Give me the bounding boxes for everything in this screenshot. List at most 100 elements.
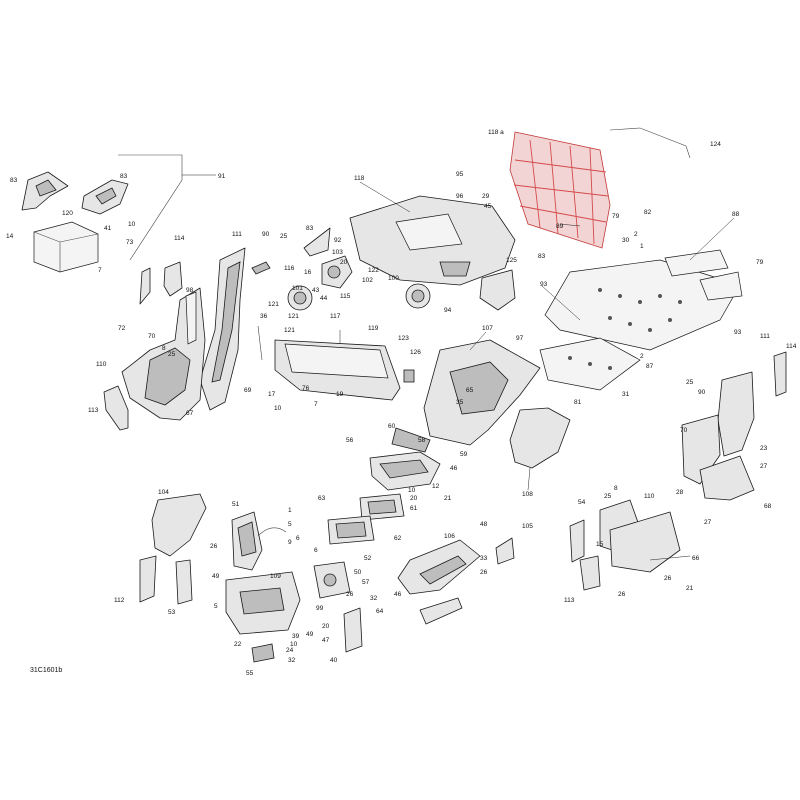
part-83-center bbox=[303, 227, 331, 257]
callout: 5 bbox=[214, 603, 218, 610]
panel-114-left bbox=[163, 261, 183, 297]
callout: 26 bbox=[618, 591, 626, 598]
callout: 29 bbox=[482, 193, 490, 200]
callout: 89 bbox=[556, 223, 564, 230]
callout: 14 bbox=[6, 233, 14, 240]
callout: 81 bbox=[574, 399, 582, 406]
callout: 10 bbox=[128, 221, 136, 228]
callout: 26 bbox=[664, 575, 672, 582]
callout: 54 bbox=[578, 499, 586, 506]
callout: 26 bbox=[480, 569, 488, 576]
callout: 117 bbox=[330, 313, 341, 320]
hood-118 bbox=[349, 195, 516, 286]
callout: 69 bbox=[244, 387, 252, 394]
headlight-50 bbox=[313, 561, 351, 599]
callout: 104 bbox=[158, 489, 169, 496]
callout: 6 bbox=[296, 535, 300, 542]
leader-66 bbox=[649, 555, 691, 561]
callout: 8 bbox=[614, 485, 618, 492]
callout: 21 bbox=[686, 585, 694, 592]
callout: 6 bbox=[314, 547, 318, 554]
callout: 58 bbox=[418, 437, 426, 444]
callout: 94 bbox=[444, 307, 452, 314]
floor-holes bbox=[568, 288, 682, 370]
leader-88 bbox=[689, 217, 735, 261]
storage-box-120 bbox=[33, 221, 99, 273]
panel-lower-46 bbox=[419, 597, 463, 625]
callout: 45 bbox=[484, 203, 492, 210]
callout: 47 bbox=[322, 637, 330, 644]
callout: 111 bbox=[232, 231, 242, 238]
callout: 27 bbox=[704, 519, 712, 526]
callout: 19 bbox=[336, 391, 344, 398]
part-105 bbox=[495, 537, 515, 565]
callout: 102 bbox=[362, 277, 373, 284]
callout: 121 bbox=[288, 313, 299, 320]
callout: 112 bbox=[114, 597, 125, 604]
callout: 90 bbox=[262, 231, 270, 238]
callout: 20 bbox=[340, 259, 348, 266]
bracket-frame-91 bbox=[118, 154, 183, 261]
callout: 93 bbox=[540, 281, 548, 288]
fender-66 bbox=[609, 511, 681, 573]
bumper-109 bbox=[225, 571, 301, 635]
radiator-61 bbox=[359, 493, 405, 521]
callout: 121 bbox=[284, 327, 295, 334]
callout: 17 bbox=[268, 391, 276, 398]
callout: 50 bbox=[354, 569, 362, 576]
callout: 62 bbox=[394, 535, 402, 542]
callout: 113 bbox=[564, 597, 575, 604]
callout: 110 bbox=[96, 361, 107, 368]
callout: 20 bbox=[322, 623, 330, 630]
callout: 100 bbox=[388, 275, 399, 282]
callout: 111 bbox=[760, 333, 770, 340]
callout: 83 bbox=[306, 225, 314, 232]
callout: 105 bbox=[522, 523, 533, 530]
callout: 91 bbox=[218, 173, 226, 180]
callout: 87 bbox=[646, 363, 654, 370]
callout: 39 bbox=[292, 633, 300, 640]
callout: 35 bbox=[456, 399, 464, 406]
panel-51-inner bbox=[237, 521, 257, 557]
callout: 120 bbox=[62, 210, 73, 217]
part-83-left bbox=[21, 171, 69, 211]
callout: 15 bbox=[596, 541, 604, 548]
callout: 46 bbox=[394, 591, 402, 598]
callout: 55 bbox=[246, 670, 254, 677]
callout: 57 bbox=[362, 579, 370, 586]
callout: 12 bbox=[432, 483, 440, 490]
panel-72 bbox=[139, 267, 151, 305]
callout: 110 bbox=[644, 493, 655, 500]
callout: 46 bbox=[450, 465, 458, 472]
callout: 43 bbox=[312, 287, 320, 294]
callout: 41 bbox=[104, 225, 112, 232]
rod-36 bbox=[257, 325, 263, 361]
callout: 63 bbox=[318, 495, 326, 502]
callout: 72 bbox=[118, 325, 126, 332]
callout: 23 bbox=[760, 445, 768, 452]
callout: 64 bbox=[376, 608, 384, 615]
callout: 22 bbox=[234, 641, 242, 648]
callout: 76 bbox=[302, 385, 310, 392]
panel-113-left bbox=[103, 385, 129, 431]
callout: 1 bbox=[288, 507, 292, 514]
reference-code: 31C1601b bbox=[30, 667, 62, 674]
callout: 10 bbox=[274, 405, 282, 412]
callout: 56 bbox=[346, 437, 354, 444]
callout: 79 bbox=[612, 213, 620, 220]
callout: 44 bbox=[320, 295, 328, 302]
callout: 33 bbox=[480, 555, 488, 562]
callout: 70 bbox=[680, 427, 688, 434]
callout-labels: 83 83 91 120 41 10 73 14 7 114 111 72 98… bbox=[6, 129, 797, 677]
callout: 9 bbox=[288, 539, 292, 546]
callout: 28 bbox=[676, 489, 684, 496]
callout: 65 bbox=[466, 387, 474, 394]
callout: 115 bbox=[340, 293, 351, 300]
part-83-right-hood bbox=[479, 269, 516, 311]
callout: 88 bbox=[732, 211, 740, 218]
callout: 20 bbox=[410, 495, 418, 502]
callout: 67 bbox=[186, 410, 194, 417]
floor-panel-82 bbox=[544, 249, 743, 351]
speaker-100 bbox=[405, 283, 431, 309]
